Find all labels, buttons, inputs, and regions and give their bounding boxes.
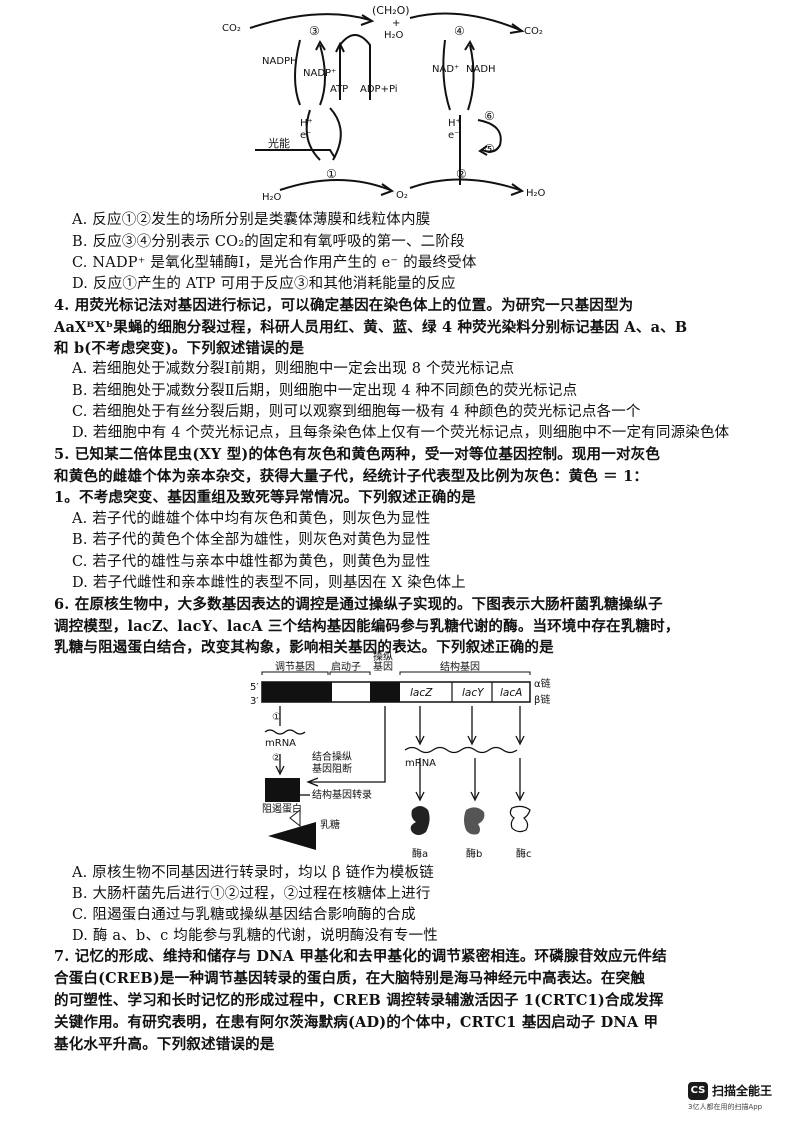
enzyme-a-shape (410, 806, 430, 835)
lac-operon-diagram: 操纵 调节基因 启动子 基因 结构基因 α链 β链 5′ 3′ lacZ lac… (250, 650, 551, 860)
q6-stem-line3: 乳糖与阻遏蛋白结合，改变其构象，影响相关基因的表达。下列叙述正确的是 (54, 639, 554, 656)
promoter-label: 启动子 (331, 660, 361, 673)
nadph-label: NADPH (262, 56, 298, 67)
q5-stem-line2: 和黄色的雌雄个体为亲本杂交，获得大量子代，经统计子代表型及比例为灰色：黄色 ＝ … (54, 468, 649, 485)
q4-option-a: A. 若细胞处于减数分裂Ⅰ前期，则细胞中一定会出现 8 个荧光标记点 (72, 361, 515, 377)
q4-option-c: C. 若细胞处于有丝分裂后期，则可以观察到细胞每一极有 4 种颜色的荧光标记点各… (72, 404, 641, 420)
q7-stem-line5: 基化水平升高。下列叙述错误的是 (54, 1036, 275, 1053)
atp-label: ATP (330, 84, 348, 95)
h2o-bottom-label: H₂O (262, 192, 282, 203)
structural-gene-label: 结构基因 (440, 660, 480, 673)
q6-option-c: C. 阻遏蛋白通过与乳糖或操纵基因结合影响酶的合成 (72, 907, 416, 923)
q5-option-d: D. 若子代雌性和亲本雌性的表型不同，则基因在 X 染色体上 (72, 575, 466, 591)
plus-label: + (392, 18, 400, 29)
q6-option-a: A. 原核生物不同基因进行转录时，均以 β 链作为模板链 (72, 865, 434, 881)
q7-stem-line2: 合蛋白(CREB)是一种调节基因转录的蛋白质，在大脑特别是海马神经元中高表达。在… (54, 970, 646, 987)
q4-stem-line3: 和 b(不考虑突变)。下列叙述错误的是 (54, 340, 305, 357)
q6-option-b: B. 大肠杆菌先后进行①②过程，②过程在核糖体上进行 (72, 886, 431, 902)
operator-top-label: 操纵 (373, 650, 393, 663)
mrna-left-label: mRNA (265, 738, 296, 749)
e-right-label: e⁻ (448, 130, 459, 141)
nadp-label: NADP⁺ (303, 68, 336, 79)
q6-option-d: D. 酶 a、b、c 均能参与乳糖的代谢，说明酶没有专一性 (72, 928, 438, 944)
q6-stem-line2: 调控模型，lacZ、lacY、lacA 三个结构基因能编码参与乳糖代谢的酶。当环… (54, 618, 680, 635)
laca-label: lacA (500, 687, 522, 699)
operator-bottom-label: 基因 (373, 660, 393, 673)
h-left-label: H⁺ (300, 118, 313, 129)
q3-option-b: B. 反应③④分别表示 CO₂的固定和有氧呼吸的第一、二阶段 (72, 234, 465, 250)
q5-option-b: B. 若子代的黄色个体全部为雄性，则灰色对黄色为显性 (72, 532, 431, 548)
q6-stem-line1: 6. 在原核生物中，大多数基因表达的调控是通过操纵子实现的。下图表示大肠杆菌乳糖… (54, 596, 663, 613)
step2-label: ② (456, 167, 467, 181)
step5-label: ⑤ (484, 142, 495, 156)
alpha-strand-label: α链 (534, 677, 551, 690)
q3-option-d: D. 反应①产生的 ATP 可用于反应③和其他消耗能量的反应 (72, 276, 456, 292)
enzyme-a-label: 酶a (412, 847, 428, 860)
scanner-app-icon: CS (688, 1082, 708, 1100)
h2o-top-label: H₂O (384, 30, 404, 41)
step1-label: ① (326, 167, 337, 181)
step3-label: ③ (309, 24, 320, 38)
light-energy-label: 光能 (268, 136, 290, 150)
bind-line2-label: 基因阻断 (312, 762, 352, 775)
q4-option-d: D. 若细胞中有 4 个荧光标记点，且每条染色体上仅有一个荧光标记点，则细胞中不… (72, 425, 730, 441)
q5-stem-line3: 1。不考虑突变、基因重组及致死等异常情况。下列叙述正确的是 (54, 489, 476, 506)
adp-pi-label: ADP+Pi (360, 84, 398, 95)
bind-line3-label: 结构基因转录 (312, 788, 372, 801)
scanner-app-name: 扫描全能王 (712, 1084, 773, 1098)
bind-line1-label: 结合操纵 (312, 750, 352, 763)
enzyme-b-shape (464, 807, 485, 835)
step6-label: ⑥ (484, 109, 495, 123)
q4-option-b: B. 若细胞处于减数分裂Ⅱ后期，则细胞中一定出现 4 种不同颜色的荧光标记点 (72, 383, 578, 399)
enzyme-c-label: 酶c (516, 847, 532, 860)
nad-label: NAD⁺ (432, 64, 459, 75)
repressor-label: 阻遏蛋白 (262, 802, 302, 815)
lactose-triangle-shape (289, 808, 301, 828)
repressor-lactose-complex (268, 822, 316, 850)
q4-stem-line1: 4. 用荧光标记法对基因进行标记，可以确定基因在染色体上的位置。为研究一只基因型… (54, 297, 634, 314)
q7-stem-line4: 关键作用。有研究表明，在患有阿尔茨海默病(AD)的个体中，CRTC1 基因启动子… (54, 1014, 659, 1031)
regulator-label: 调节基因 (275, 660, 315, 673)
lacz-label: lacZ (410, 687, 433, 699)
co2-left-label: CO₂ (222, 23, 241, 34)
repressor-protein-shape (265, 778, 300, 802)
lacy-label: lacY (462, 687, 485, 699)
step1-lac-label: ① (272, 712, 281, 723)
enzyme-c-shape (509, 805, 531, 833)
e-left-label: e⁻ (300, 130, 311, 141)
enzyme-b-label: 酶b (466, 847, 482, 860)
q7-stem-line3: 的可塑性、学习和长时记忆的形成过程中，CREB 调控转录辅激活因子 1(CRTC… (54, 992, 664, 1009)
q3-option-a: A. 反应①②发生的场所分别是类囊体薄膜和线粒体内膜 (72, 212, 431, 228)
co2-right-label: CO₂ (524, 26, 543, 37)
q5-option-c: C. 若子代的雄性与亲本中雄性都为黄色，则黄色为显性 (72, 554, 431, 570)
three-prime-label: 3′ (250, 696, 259, 707)
beta-strand-label: β链 (534, 693, 550, 706)
nadh-label: NADH (466, 64, 496, 75)
q4-stem-line2: AaXᴮXᵇ果蝇的细胞分裂过程，科研人员用红、黄、蓝、绿 4 种荧光染料分别标记… (54, 319, 688, 336)
step4-label: ④ (454, 24, 465, 38)
ch2o-label: (CH₂O) (372, 4, 410, 17)
q7-stem-line1: 7. 记忆的形成、维持和储存与 DNA 甲基化和去甲基化的调节紧密相连。环磷腺苷… (54, 948, 667, 965)
scanner-watermark-logo: CS 扫描全能王 3亿人都在用的扫描App (688, 1080, 788, 1116)
q5-stem-line1: 5. 已知某二倍体昆虫(XY 型)的体色有灰色和黄色两种，受一对等位基因控制。现… (54, 446, 661, 463)
five-prime-label: 5′ (250, 682, 259, 693)
scanner-app-tagline: 3亿人都在用的扫描App (688, 1103, 763, 1111)
step2-lac-label: ② (272, 753, 281, 764)
mrna-right-label: mRNA (405, 758, 436, 769)
photosynthesis-respiration-diagram: CO₂ (CH₂O) + H₂O CO₂ ③ ④ NADPH NADP⁺ ATP… (222, 4, 546, 203)
q5-option-a: A. 若子代的雌雄个体中均有灰色和黄色，则灰色为显性 (72, 511, 431, 527)
h2o-bottom-right-label: H₂O (526, 188, 546, 199)
lactose-label: 乳糖 (320, 818, 340, 831)
h-right-label: H⁺ (448, 118, 461, 129)
q3-option-c: C. NADP⁺ 是氧化型辅酶Ⅰ，是光合作用产生的 e⁻ 的最终受体 (72, 255, 477, 271)
o2-label: O₂ (396, 190, 408, 201)
